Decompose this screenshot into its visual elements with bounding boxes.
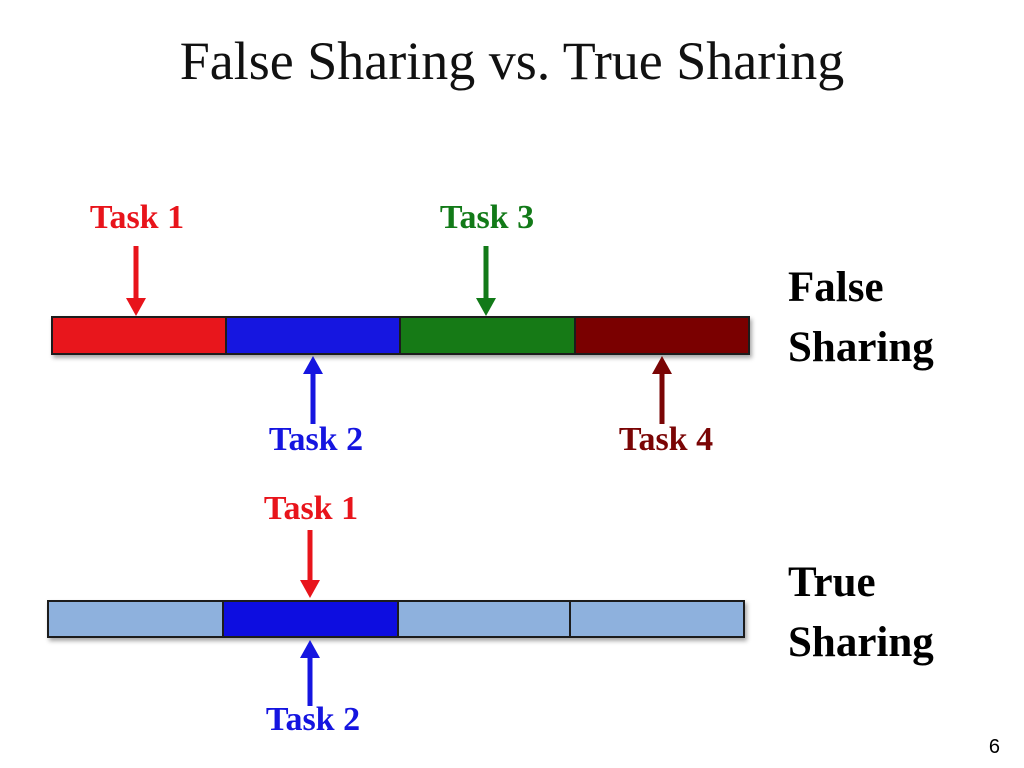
false-sharing-label: False Sharing	[788, 258, 934, 378]
cache-segment-2-shared	[222, 600, 399, 638]
arrow-task1-true	[300, 530, 320, 598]
cache-segment-task4	[574, 316, 750, 355]
true-sharing-cache-line	[47, 600, 745, 638]
false-sharing-cache-line	[51, 316, 750, 355]
cache-segment-4	[569, 600, 745, 638]
page-number: 6	[988, 736, 1000, 758]
cache-segment-3	[397, 600, 571, 638]
false-sharing-label-line2: Sharing	[788, 324, 934, 371]
task4-label-false: Task 4	[618, 421, 714, 458]
cache-segment-task3	[399, 316, 576, 355]
cache-segment-1	[47, 600, 224, 638]
true-sharing-label-line2: Sharing	[788, 619, 934, 666]
false-sharing-label-line1: False	[788, 264, 884, 311]
true-sharing-label: True Sharing	[788, 553, 934, 673]
arrow-task3-false	[476, 246, 496, 316]
slide-title: False Sharing vs. True Sharing	[179, 31, 845, 91]
task1-label-true: Task 1	[263, 490, 359, 527]
task3-label-false: Task 3	[439, 199, 535, 236]
arrow-task2-true	[300, 640, 320, 706]
cache-segment-task1	[51, 316, 227, 355]
arrow-task1-false	[126, 246, 146, 316]
arrow-task4-false	[652, 356, 672, 424]
arrow-task2-false	[303, 356, 323, 424]
true-sharing-label-line1: True	[788, 559, 876, 606]
cache-segment-task2	[225, 316, 401, 355]
task2-label-true: Task 2	[265, 701, 361, 738]
task2-label-false: Task 2	[268, 421, 364, 458]
task1-label-false: Task 1	[89, 199, 185, 236]
